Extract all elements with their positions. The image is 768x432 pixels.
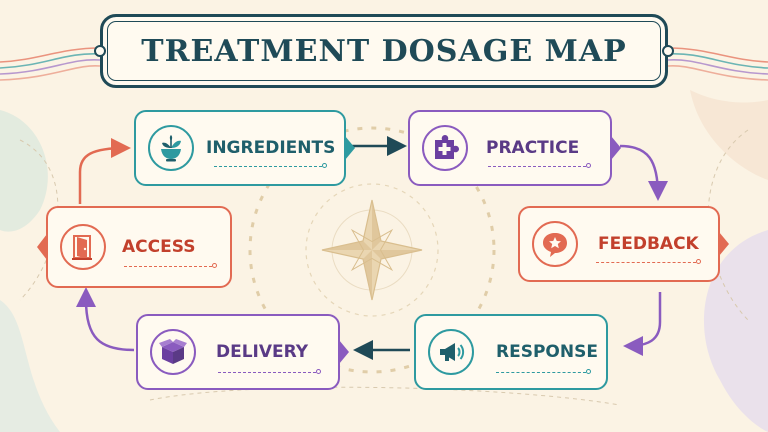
card-divider-dot xyxy=(212,263,217,268)
diagram-title: TREATMENT DOSAGE MAP xyxy=(141,33,627,69)
card-tab-practice xyxy=(611,136,621,160)
card-divider xyxy=(496,372,586,373)
step-card-access: ACCESS xyxy=(46,206,232,288)
card-divider xyxy=(124,266,212,267)
door-icon xyxy=(60,224,106,270)
card-divider-dot xyxy=(696,259,701,264)
card-divider xyxy=(218,372,316,373)
arrow-practice-to-feedback xyxy=(619,144,668,201)
bg-wash-bottom-left xyxy=(0,300,60,432)
step-card-ingredients: INGREDIENTS xyxy=(134,110,346,186)
step-label-practice: PRACTICE xyxy=(486,138,580,158)
step-card-practice: PRACTICE xyxy=(408,110,612,186)
title-ribbons-left xyxy=(0,47,101,81)
card-tab-access xyxy=(37,234,47,260)
mortar-pestle-leaf-icon xyxy=(148,125,194,171)
compass-rose xyxy=(248,126,496,374)
step-card-response: RESPONSE xyxy=(414,314,608,390)
arrow-delivery-to-access xyxy=(76,287,135,352)
megaphone-icon xyxy=(428,329,474,375)
arrow-feedback-to-response xyxy=(623,292,662,356)
bg-wash-top-right xyxy=(690,90,768,180)
bg-wash-right xyxy=(703,230,768,432)
box-icon xyxy=(150,329,196,375)
title-banner: TREATMENT DOSAGE MAP xyxy=(100,14,668,88)
card-tab-feedback xyxy=(719,232,729,256)
title-ribbons-right xyxy=(667,47,768,81)
step-card-delivery: DELIVERY xyxy=(136,314,340,390)
step-label-feedback: FEEDBACK xyxy=(598,234,699,254)
step-card-feedback: FEEDBACK xyxy=(518,206,720,282)
card-divider-dot xyxy=(322,163,327,168)
card-divider xyxy=(596,262,696,263)
arrow-access-to-ingredients xyxy=(78,138,131,204)
card-divider xyxy=(488,166,586,167)
speech-bubble-star-icon xyxy=(532,221,578,267)
step-label-delivery: DELIVERY xyxy=(216,342,309,362)
card-divider xyxy=(214,166,322,167)
step-label-access: ACCESS xyxy=(122,237,196,257)
card-divider-dot xyxy=(316,369,321,374)
step-label-ingredients: INGREDIENTS xyxy=(206,138,336,158)
puzzle-plus-icon xyxy=(422,125,468,171)
card-divider-dot xyxy=(586,369,591,374)
card-tab-delivery xyxy=(339,340,349,364)
step-label-response: RESPONSE xyxy=(496,342,598,362)
card-divider-dot xyxy=(586,163,591,168)
card-tab-ingredients xyxy=(345,136,355,160)
bg-wash-left xyxy=(0,110,48,232)
